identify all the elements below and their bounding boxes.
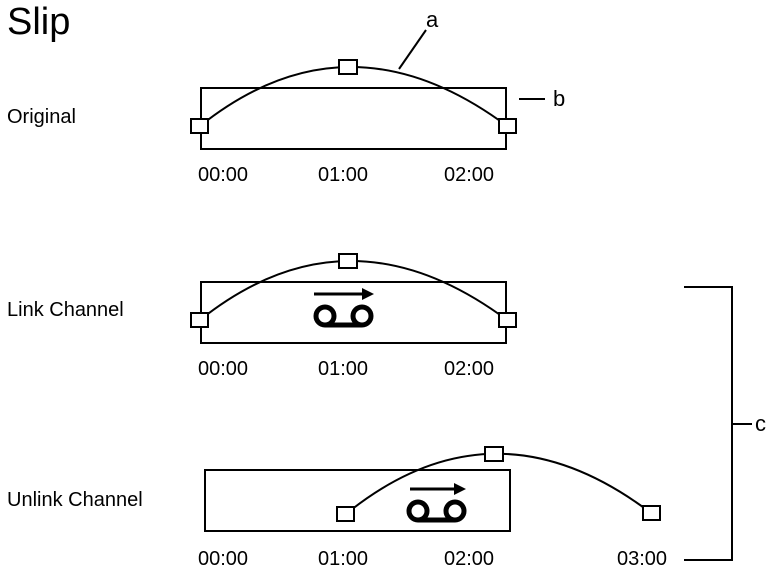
envelope-curve-original bbox=[199, 66, 508, 127]
keyframe-link-end[interactable] bbox=[498, 312, 517, 328]
tick-original-3: 02:00 bbox=[444, 164, 495, 186]
callout-b: b bbox=[553, 86, 566, 111]
keyframe-unlink-end[interactable] bbox=[642, 505, 661, 521]
tick-unlink-2: 01:00 bbox=[318, 548, 369, 570]
tick-unlink-1: 00:00 bbox=[198, 548, 249, 570]
tick-link-1: 00:00 bbox=[198, 358, 249, 380]
tick-link-2: 01:00 bbox=[318, 358, 369, 380]
tick-original-2: 01:00 bbox=[318, 164, 369, 186]
envelope-curve-unlink bbox=[345, 452, 652, 515]
callout-c: c bbox=[755, 411, 766, 436]
tape-loop-forward-icon bbox=[313, 288, 374, 328]
keyframe-unlink-peak[interactable] bbox=[484, 446, 504, 462]
bracket-c bbox=[684, 286, 733, 561]
row-label-link-channel: Link Channel bbox=[7, 299, 124, 321]
keyframe-original-peak[interactable] bbox=[338, 59, 358, 75]
callout-a: a bbox=[426, 7, 439, 32]
leader-line-a bbox=[398, 29, 427, 70]
tick-unlink-3: 02:00 bbox=[444, 548, 495, 570]
row-label-original: Original bbox=[7, 106, 76, 128]
row-label-unlink-channel: Unlink Channel bbox=[7, 489, 143, 511]
tick-unlink-4: 03:00 bbox=[617, 548, 668, 570]
tick-original-1: 00:00 bbox=[198, 164, 249, 186]
keyframe-link-peak[interactable] bbox=[338, 253, 358, 269]
keyframe-unlink-start[interactable] bbox=[336, 506, 355, 522]
keyframe-original-end[interactable] bbox=[498, 118, 517, 134]
keyframe-link-start[interactable] bbox=[190, 312, 209, 328]
clip-unlink-channel bbox=[204, 469, 511, 532]
tick-link-3: 02:00 bbox=[444, 358, 495, 380]
diagram-title: Slip bbox=[7, 1, 71, 43]
tape-loop-forward-icon bbox=[406, 483, 467, 523]
keyframe-original-start[interactable] bbox=[190, 118, 209, 134]
